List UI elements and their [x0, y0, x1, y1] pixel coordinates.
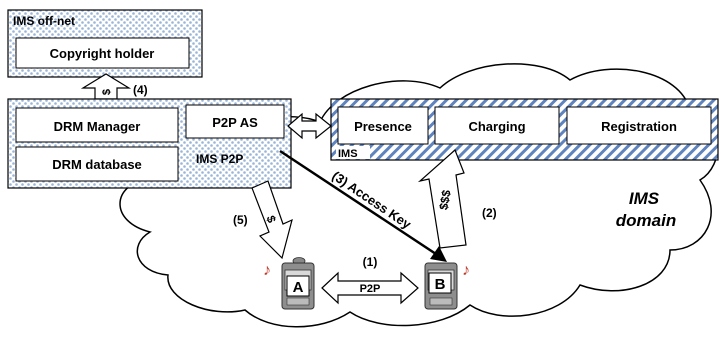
- money-up-symbol: $: [101, 89, 113, 95]
- ims-domain-label-line1: IMS: [629, 189, 660, 208]
- device-a: ♪ A: [263, 257, 315, 310]
- drm-database-box: [15, 146, 179, 182]
- device-a-label: A: [293, 279, 304, 296]
- p2p-link-label: P2P: [360, 283, 381, 295]
- ims-service-bar: Presence Charging Registration IMS: [330, 98, 719, 161]
- payment-arrow-5: $ (5): [233, 180, 293, 260]
- device-b: B ♪: [424, 262, 470, 310]
- ims-offnet-title: IMS off-net: [13, 14, 75, 28]
- registration-box: [566, 106, 712, 145]
- payment-arrow-4: $ (4): [80, 73, 148, 100]
- p2p-as-presence-arrow: [287, 112, 332, 140]
- copyright-holder-box: [15, 37, 190, 69]
- charging-arrow-2: $$$ (2): [417, 148, 497, 249]
- music-note-icon-b: ♪: [462, 262, 470, 279]
- ims-p2p-label: IMS P2P: [196, 152, 243, 166]
- copyright-holder-label: Copyright holder: [50, 46, 155, 61]
- presence-label: Presence: [354, 119, 412, 134]
- p2p-as-label: P2P AS: [212, 115, 258, 130]
- charging-label: Charging: [468, 119, 525, 134]
- step-4-label: (4): [133, 83, 148, 97]
- drm-manager-box: [15, 107, 179, 143]
- ims-p2p-block: DRM Manager P2P AS DRM database IMS P2P: [7, 98, 292, 189]
- charging-box: [434, 106, 560, 145]
- ims-offnet-box: IMS off-net Copyright holder: [7, 9, 203, 78]
- device-b-label: B: [435, 276, 446, 293]
- p2p-as-box: [185, 104, 285, 139]
- drm-database-label: DRM database: [52, 157, 142, 172]
- step-1-label: (1): [363, 255, 378, 269]
- step-5-label: (5): [233, 213, 248, 227]
- step-2-label: (2): [482, 206, 497, 220]
- ims-bar-label-bg: [336, 146, 370, 159]
- ims-domain-label-line2: domain: [616, 211, 676, 230]
- money-down-symbol: $: [263, 214, 279, 225]
- registration-label: Registration: [601, 119, 677, 134]
- music-note-icon-a: ♪: [263, 262, 271, 279]
- p2p-link-arrow-1: P2P (1): [321, 255, 419, 305]
- ims-bar-label: IMS: [338, 148, 358, 160]
- drm-manager-label: DRM Manager: [54, 119, 141, 134]
- money-charging-symbol: $$$: [436, 189, 453, 211]
- presence-box: [337, 106, 429, 145]
